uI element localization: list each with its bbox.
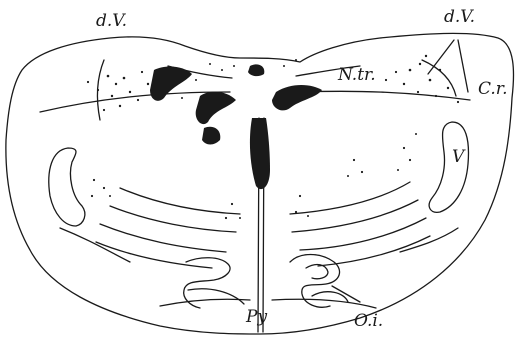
fiber-right-4 (318, 236, 430, 266)
label-py: Py (245, 307, 267, 327)
fiber-left-3 (100, 224, 226, 252)
dark-nucleus-right-2 (248, 64, 264, 76)
fiber-left-4 (96, 242, 212, 268)
label-ntr: N.tr. (337, 65, 376, 85)
fiber-left-5 (60, 228, 130, 262)
label-dv-left: d.V. (96, 11, 127, 31)
dark-nucleus-left-1 (150, 67, 192, 101)
left-pyramid-inner (188, 289, 244, 304)
right-v-nucleus (429, 122, 468, 212)
label-dv-right: d.V. (444, 7, 475, 27)
olive-inner (306, 265, 328, 279)
fiber-right-3 (300, 218, 426, 250)
left-v-nucleus (49, 148, 85, 226)
dark-nucleus-center (250, 118, 270, 189)
dark-nucleus-left-3 (202, 127, 220, 145)
basal-arc-left (160, 299, 250, 306)
fiber-left-1 (120, 188, 240, 214)
leader-dv-right-2 (458, 40, 468, 92)
label-v: V (452, 147, 466, 167)
label-oi: O.i. (354, 311, 383, 331)
fiber-right-5 (400, 228, 458, 252)
label-cr: C.r. (478, 79, 507, 99)
fiber-right-2 (292, 200, 418, 232)
right-lateral-line (422, 60, 456, 96)
fiber-left-2 (110, 206, 236, 232)
stippling (87, 55, 459, 219)
fiber-right-1 (290, 182, 410, 214)
dark-nucleus-right-1 (272, 85, 322, 110)
leader-dv-right-1 (428, 40, 454, 74)
dorsal-arc-right (300, 91, 470, 100)
dark-nucleus-left-2 (196, 92, 236, 124)
